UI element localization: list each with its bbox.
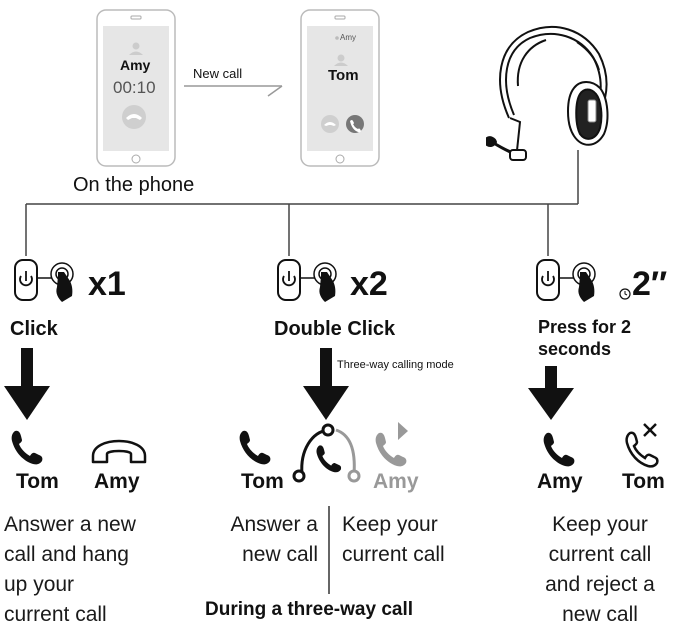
three-way-footer: During a three-way call — [205, 599, 414, 620]
description-col2-right: Keep your current call — [342, 513, 445, 566]
hang-up-icon — [91, 439, 147, 464]
down-arrow-col1 — [4, 348, 50, 420]
description-col3: Keep your current call and reject a new … — [545, 513, 655, 626]
new-call-label: New call — [193, 66, 243, 81]
phone-left-timer: 00:10 — [113, 78, 156, 97]
headset-illustration — [486, 25, 609, 161]
press-duration-col3: 2″ — [632, 265, 668, 303]
end-call-icon — [126, 114, 142, 120]
press-count-col1: x1 — [88, 265, 126, 303]
three-way-mode-label: Three-way calling mode — [337, 359, 454, 371]
power-button-col1 — [14, 259, 52, 301]
accept-call-icon — [346, 115, 364, 133]
finger-press-icon-col3 — [572, 262, 596, 302]
down-arrow-col3 — [528, 366, 574, 420]
action-label-col1: Click — [10, 318, 58, 340]
three-way-merge-icon — [292, 423, 361, 483]
clock-icon — [619, 288, 631, 300]
power-button-col3 — [536, 259, 574, 301]
on-the-phone-caption: On the phone — [73, 174, 195, 196]
press-count-col2: x2 — [350, 265, 388, 303]
avatar — [132, 42, 140, 50]
caller-name-col1-left: Tom — [16, 470, 59, 493]
phone-right-hold-caller: Amy — [340, 33, 356, 42]
phone-answer-icon-col3 — [543, 432, 575, 467]
description-col1: Answer a new call and hang up your curre… — [4, 513, 136, 626]
caller-name-col3-left: Amy — [537, 470, 583, 493]
reject-call-icon — [625, 423, 659, 468]
new-call-arrow — [184, 85, 283, 97]
finger-press-icon-col2 — [313, 262, 337, 302]
phone-answer-icon-col2 — [239, 430, 271, 465]
finger-press-icon-col1 — [50, 262, 74, 302]
phone-answer-icon — [11, 430, 43, 465]
connector-tree — [25, 150, 579, 256]
phone-right-caller: Tom — [328, 67, 359, 84]
phone-left-caller: Amy — [120, 57, 151, 73]
caller-name-col3-right: Tom — [622, 470, 665, 493]
power-button-col2 — [277, 259, 315, 301]
hold-call-icon — [375, 422, 408, 467]
description-col2-left: Answer a new call — [230, 513, 318, 566]
action-label-col3: Press for 2 seconds — [538, 317, 632, 359]
action-label-col2: Double Click — [274, 318, 396, 340]
phone-left — [96, 9, 176, 167]
caller-name-col2-left: Tom — [241, 470, 284, 493]
down-arrow-col2 — [303, 348, 349, 420]
caller-name-col2-right: Amy — [373, 470, 419, 493]
caller-name-col1-right: Amy — [94, 470, 140, 493]
phone-right — [300, 9, 380, 167]
